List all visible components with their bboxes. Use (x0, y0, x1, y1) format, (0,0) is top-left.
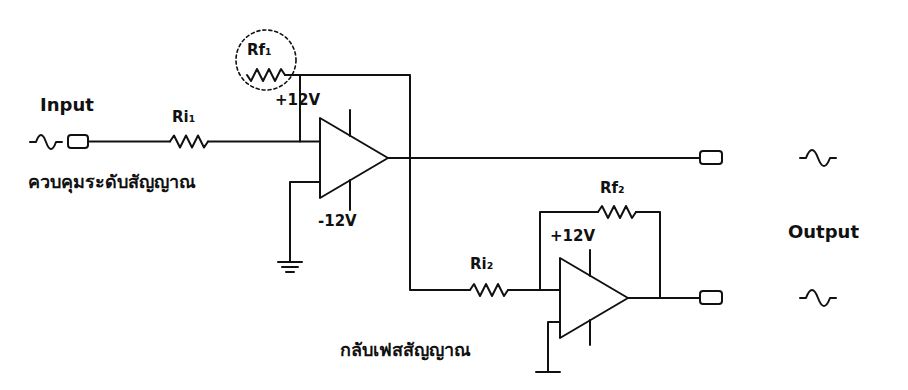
highlight-circle (236, 30, 296, 90)
output-signal (800, 290, 836, 306)
output-jack (700, 291, 722, 304)
input-signal (30, 135, 62, 149)
wire (508, 289, 560, 291)
ground-symbol (278, 262, 302, 272)
part-label: Rf₂ (600, 180, 625, 197)
output-signal (800, 150, 836, 166)
wire (540, 212, 598, 290)
wire (300, 75, 410, 158)
signal-label: Output (788, 222, 859, 242)
caption-label: ควบคุมระดับสัญญาณ (28, 172, 196, 192)
output-jack (700, 151, 722, 164)
wire (636, 212, 660, 298)
wire (290, 182, 320, 262)
caption-label: กลับเฟสสัญญาณ (340, 340, 471, 360)
wire (628, 297, 700, 299)
part-label: Ri₂ (470, 256, 493, 273)
part-label: Rf₁ (247, 42, 272, 59)
supply-label: +12V (275, 92, 320, 109)
resistor-symbol (470, 284, 508, 296)
wire (410, 158, 470, 290)
op-amp-symbol (320, 118, 388, 198)
op-amp-symbol (560, 258, 628, 338)
resistor-symbol (170, 136, 208, 148)
wire (240, 74, 247, 76)
resistor-symbol (247, 69, 285, 81)
input-jack (68, 135, 88, 148)
supply-wire (589, 250, 591, 345)
supply-label: +12V (550, 228, 595, 245)
wire (208, 141, 320, 143)
part-label: Ri₁ (172, 109, 195, 126)
wire (388, 157, 700, 159)
ground-wire (536, 322, 560, 372)
wire (285, 75, 410, 158)
signal-label: Input (40, 95, 94, 115)
supply-label: -12V (318, 213, 357, 230)
wire (88, 141, 170, 143)
supply-wire (349, 110, 351, 210)
resistor-symbol (598, 206, 636, 218)
